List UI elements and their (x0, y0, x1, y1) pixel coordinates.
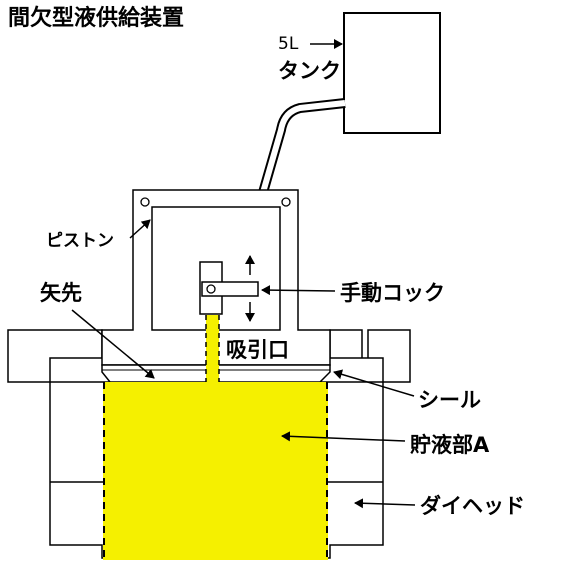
piston-label: ピストン (46, 231, 114, 251)
reservoir-leader (281, 431, 406, 442)
die-head-label: ダイヘッド (420, 494, 525, 518)
reservoir-label: 貯液部A (410, 433, 490, 457)
manual-cock-label: 手動コック (340, 281, 445, 305)
bolt-hole-right (281, 197, 291, 207)
bolt-hole-left (140, 197, 150, 207)
diagram-title: 間欠型液供給装置 (8, 5, 184, 31)
arrow-tip-label: 矢先 (40, 281, 82, 305)
tank-label: タンク (278, 59, 341, 83)
right-flange (329, 329, 411, 383)
piston-leader (129, 219, 151, 239)
suction-port-label: 吸引口 (226, 338, 289, 362)
die-head-leader (354, 498, 416, 509)
manual-cock-leader (261, 285, 336, 296)
suction-tube-liquid (206, 315, 219, 382)
arrow-tip-leader (71, 309, 155, 379)
seal-label: シール (418, 388, 481, 412)
reservoir-liquid (103, 382, 328, 560)
manual-cock-pivot (206, 284, 216, 294)
tank-box (343, 12, 441, 134)
left-flange (7, 329, 103, 383)
manual-cock-lever[interactable] (201, 281, 259, 297)
tank-capacity-label: 5L (278, 34, 299, 54)
seal-leader (333, 369, 415, 397)
